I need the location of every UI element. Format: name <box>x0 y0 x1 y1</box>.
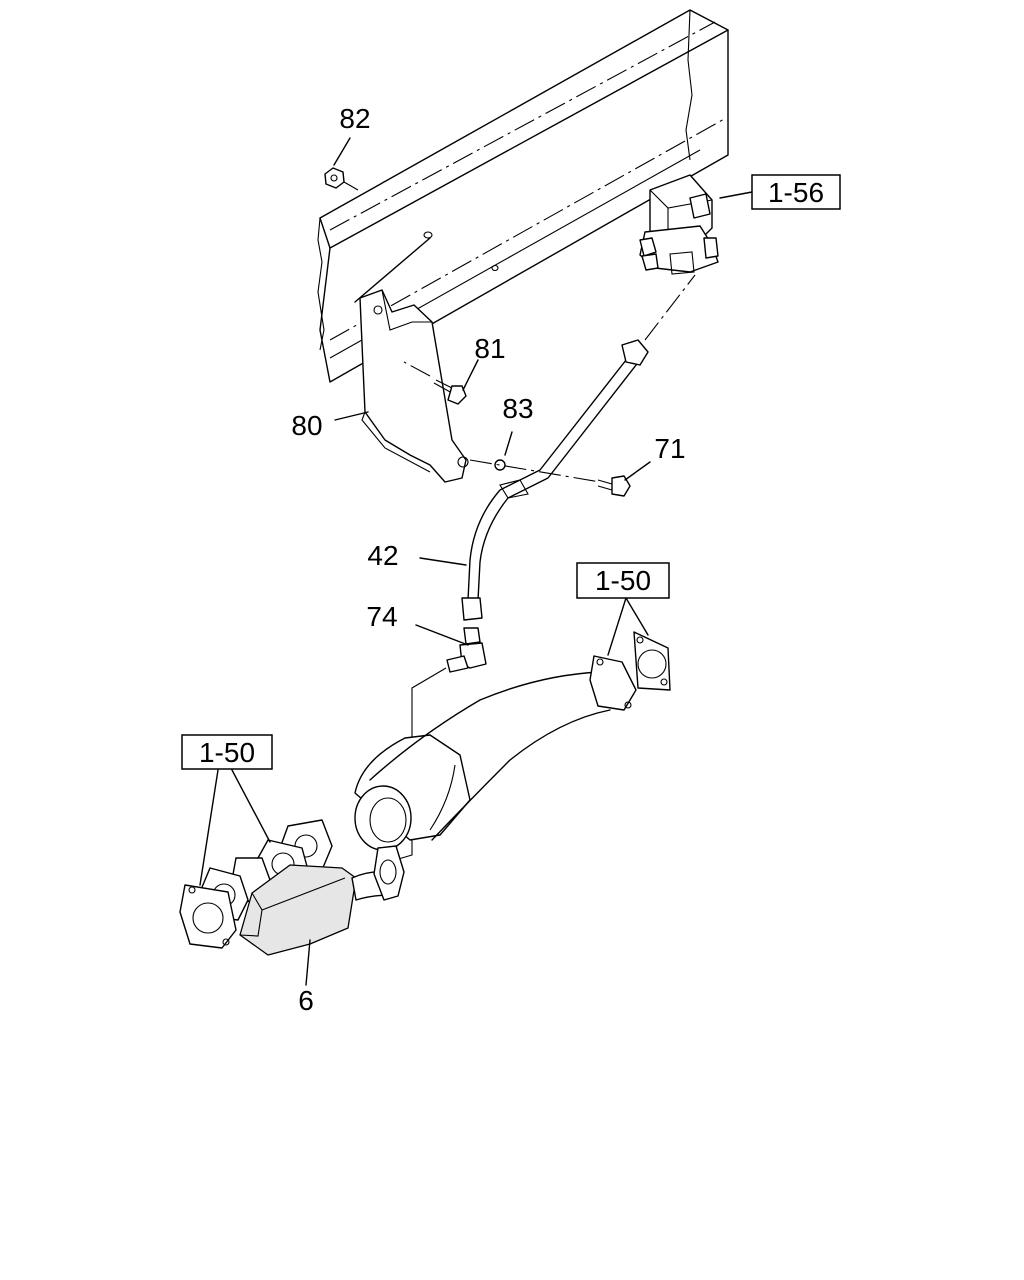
callout-42: 42 <box>367 540 398 571</box>
callout-74: 74 <box>366 601 397 632</box>
bracket-80 <box>334 237 469 483</box>
callout-81: 81 <box>474 333 505 364</box>
reference-label-1-50-left: 1-50 <box>199 737 255 768</box>
pipe-42 <box>419 274 696 621</box>
callout-80: 80 <box>291 410 322 441</box>
callout-71: 71 <box>654 433 685 464</box>
bolt-71 <box>597 461 651 497</box>
reference-box-top: 1-56 <box>751 174 841 210</box>
connector-74 <box>394 624 487 861</box>
clamp-83 <box>469 431 601 483</box>
bolt-81 <box>403 359 479 405</box>
exhaust-pipe <box>354 597 671 851</box>
manifold-6 <box>179 769 405 986</box>
reference-label-1-50-mid: 1-50 <box>595 565 651 596</box>
reference-box-left: 1-50 <box>181 734 273 770</box>
reference-label-1-56: 1-56 <box>768 177 824 208</box>
callout-6: 6 <box>298 985 314 1016</box>
valve-assembly <box>639 174 753 275</box>
reference-box-mid: 1-50 <box>576 562 670 599</box>
callout-82: 82 <box>339 103 370 134</box>
callout-83: 83 <box>502 393 533 424</box>
nut-82 <box>324 137 359 191</box>
